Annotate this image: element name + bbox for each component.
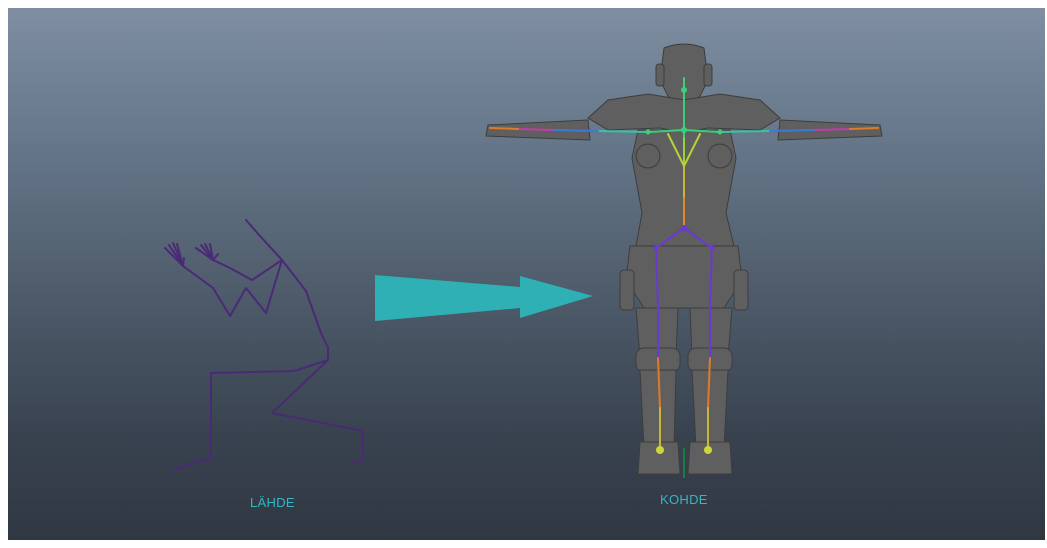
source-skeleton[interactable] bbox=[165, 220, 363, 470]
3d-viewport[interactable]: LÄHDE KOHDE bbox=[8, 8, 1045, 540]
source-label: LÄHDE bbox=[250, 495, 295, 510]
retarget-arrow bbox=[375, 275, 593, 321]
viewport-scene bbox=[8, 8, 1045, 540]
target-label: KOHDE bbox=[660, 492, 708, 507]
target-character[interactable] bbox=[486, 44, 882, 478]
